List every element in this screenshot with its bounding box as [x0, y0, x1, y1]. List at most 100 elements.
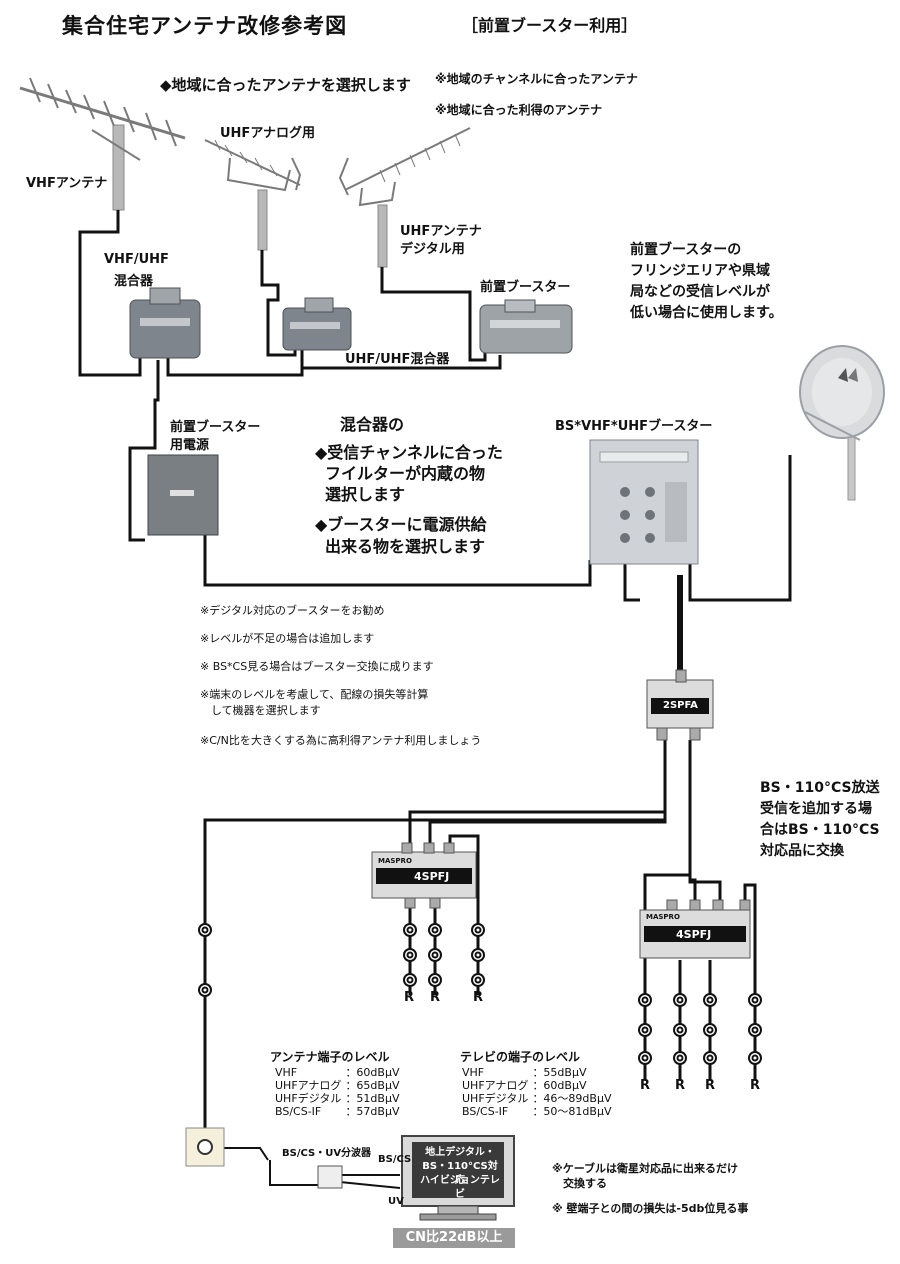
fitting-core — [706, 1026, 714, 1034]
uhf-analog-antenna — [204, 139, 302, 251]
mixer-note-heading: 混合器の — [340, 415, 405, 434]
antenna-level-value: ：51dBμV — [345, 1092, 400, 1105]
antenna-level-table: VHF：60dBμV UHFアナログ：65dBμV UHFデジタル：51dBμV… — [275, 1066, 404, 1118]
cable-note-3: ※ 壁端子との間の損失は-5db位見る事 — [552, 1202, 749, 1215]
tv-level-key: UHFデジタル — [462, 1092, 529, 1105]
select-note: ◆地域に合ったアンテナを選択します — [160, 76, 411, 94]
fitting-core — [431, 926, 439, 934]
preamp-note-2: フリンジエリアや県域 — [630, 263, 770, 279]
cable-note-1: ※ケーブルは衛星対応品に出来るだけ — [552, 1162, 739, 1175]
splitter4-right-model: 4SPFJ — [676, 928, 712, 941]
page-title: 集合住宅アンテナ改修参考図 — [62, 14, 348, 38]
uhf-digital-label-2: デジタル用 — [400, 242, 465, 257]
fitting-core — [406, 951, 414, 959]
fitting-core — [676, 1026, 684, 1034]
recommend-note-4: ※端末のレベルを考慮して、配線の損失等計算 — [200, 688, 429, 701]
mixer-note-1: ◆受信チャンネルに合った — [315, 443, 503, 462]
tv-screen-line-2: BS・110°CS対応 — [422, 1161, 498, 1186]
fitting-core — [201, 926, 209, 934]
fitting-core — [406, 926, 414, 934]
preamp-power-label-1: 前置ブースター — [170, 420, 261, 435]
fitting-core — [406, 976, 414, 984]
fitting-core — [751, 1054, 759, 1062]
splitter4-left-model: 4SPFJ — [414, 870, 450, 883]
main-booster — [589, 439, 699, 565]
fitting-core — [474, 926, 482, 934]
bs-dish-antenna — [799, 345, 885, 501]
antenna-level-key: BS/CS-IF — [275, 1105, 322, 1118]
mixer-note-3: 選択します — [325, 485, 406, 504]
uv-label: UV — [388, 1196, 404, 1207]
tv-screen-line-3: ハイビジョンテレビ — [420, 1175, 500, 1200]
bs-note-4: 対応品に交換 — [760, 843, 844, 859]
tv-level-value: ：46～89dBμV — [532, 1092, 612, 1105]
vhf-antenna — [19, 77, 186, 211]
tv-level-heading: テレビの端子のレベル — [460, 1050, 581, 1064]
bs-cs-uv-separator — [317, 1165, 343, 1189]
fitting-core — [706, 1054, 714, 1062]
page-subtitle: ［前置ブースター利用］ — [462, 16, 638, 35]
recommend-note-1: ※デジタル対応のブースターをお勧め — [200, 604, 385, 617]
preamp-label: 前置ブースター — [480, 280, 571, 295]
tv-level-key: UHFアナログ — [462, 1079, 529, 1092]
fitting-core — [641, 1026, 649, 1034]
fitting-core — [641, 1054, 649, 1062]
brand-left: MASPRO — [378, 857, 412, 865]
vhf-antenna-label: VHFアンテナ — [26, 176, 108, 191]
fitting-core — [706, 996, 714, 1004]
vhf-uhf-mixer — [129, 287, 201, 359]
antenna-level-key: UHFアナログ — [275, 1079, 342, 1092]
uhf-analog-label: UHFアナログ用 — [220, 126, 316, 141]
preamp-power-supply — [147, 454, 219, 536]
tv-level-table: VHF ：55dBμV UHFアナログ：60dBμV UHFデジタル：46～89d… — [462, 1066, 615, 1118]
uhf-uhf-mixer — [282, 297, 352, 351]
fitting-core — [676, 996, 684, 1004]
four-way-splitter-right — [639, 899, 751, 959]
mixer-note-4: ◆ブースターに電源供給 — [315, 515, 487, 534]
region-note-1: ※地域のチャンネルに合ったアンテナ — [435, 72, 638, 86]
antenna-level-heading: アンテナ端子のレベル — [270, 1050, 390, 1064]
fitting-core — [201, 986, 209, 994]
recommend-note-2: ※レベルが不足の場合は追加します — [200, 632, 375, 645]
cable-note-2: 交換する — [552, 1177, 607, 1190]
splitter2-model: 2SPFA — [663, 700, 698, 711]
tv-level-value: ：60dBμV — [532, 1079, 587, 1092]
fitting-core — [641, 996, 649, 1004]
tv-caption: CN比22dB以上 — [393, 1228, 515, 1248]
brand-right: MASPRO — [646, 913, 680, 921]
fitting-core — [751, 996, 759, 1004]
mixer-note-2: フイルターが内蔵の物 — [325, 464, 486, 483]
vhf-uhf-mixer-label-1: VHF/UHF — [104, 252, 169, 267]
bs-note-2: 受信を追加する場 — [760, 801, 872, 817]
region-note-2: ※地域に合った利得のアンテナ — [435, 103, 603, 117]
preamp-note-1: 前置ブースターの — [630, 242, 742, 258]
recommend-note-5: して機器を選択します — [200, 704, 321, 717]
uhf-digital-label-1: UHFアンテナ — [400, 224, 482, 239]
antenna-level-key: VHF — [275, 1066, 298, 1079]
antenna-level-key: UHFデジタル — [275, 1092, 342, 1105]
tv-level-value: ：55dBμV — [532, 1066, 587, 1079]
fitting-core — [474, 976, 482, 984]
recommend-note-3: ※ BS*CS見る場合はブースター交換に成ります — [200, 660, 434, 673]
fitting-core — [676, 1054, 684, 1062]
fitting-core — [431, 951, 439, 959]
preamp-note-4: 低い場合に使用します。 — [630, 305, 783, 321]
outlet-label: R — [473, 990, 484, 1005]
fitting-core — [751, 1026, 759, 1034]
tv-level-key: VHF — [462, 1066, 485, 1079]
preamp-note-3: 局などの受信レベルが — [630, 284, 770, 300]
antenna-level-value: ：57dBμV — [345, 1105, 400, 1118]
vhf-uhf-mixer-label-2: 混合器 — [114, 274, 154, 289]
outlet-label: R — [675, 1078, 686, 1093]
preamp-power-label-2: 用電源 — [170, 438, 210, 453]
outlet-label: R — [750, 1078, 761, 1093]
fitting-core — [474, 951, 482, 959]
tv-level-key: BS/CS-IF — [462, 1105, 509, 1118]
mixer-note-5: 出来る物を選択します — [325, 537, 486, 556]
antenna-level-value: ：65dBμV — [345, 1079, 400, 1092]
tv-level-value: ：50～81dBμV — [532, 1105, 612, 1118]
wall-outlet — [185, 1127, 225, 1167]
recommend-note-6: ※C/N比を大きくする為に高利得アンテナ利用しましょう — [200, 734, 482, 747]
outlet-label: R — [430, 990, 441, 1005]
